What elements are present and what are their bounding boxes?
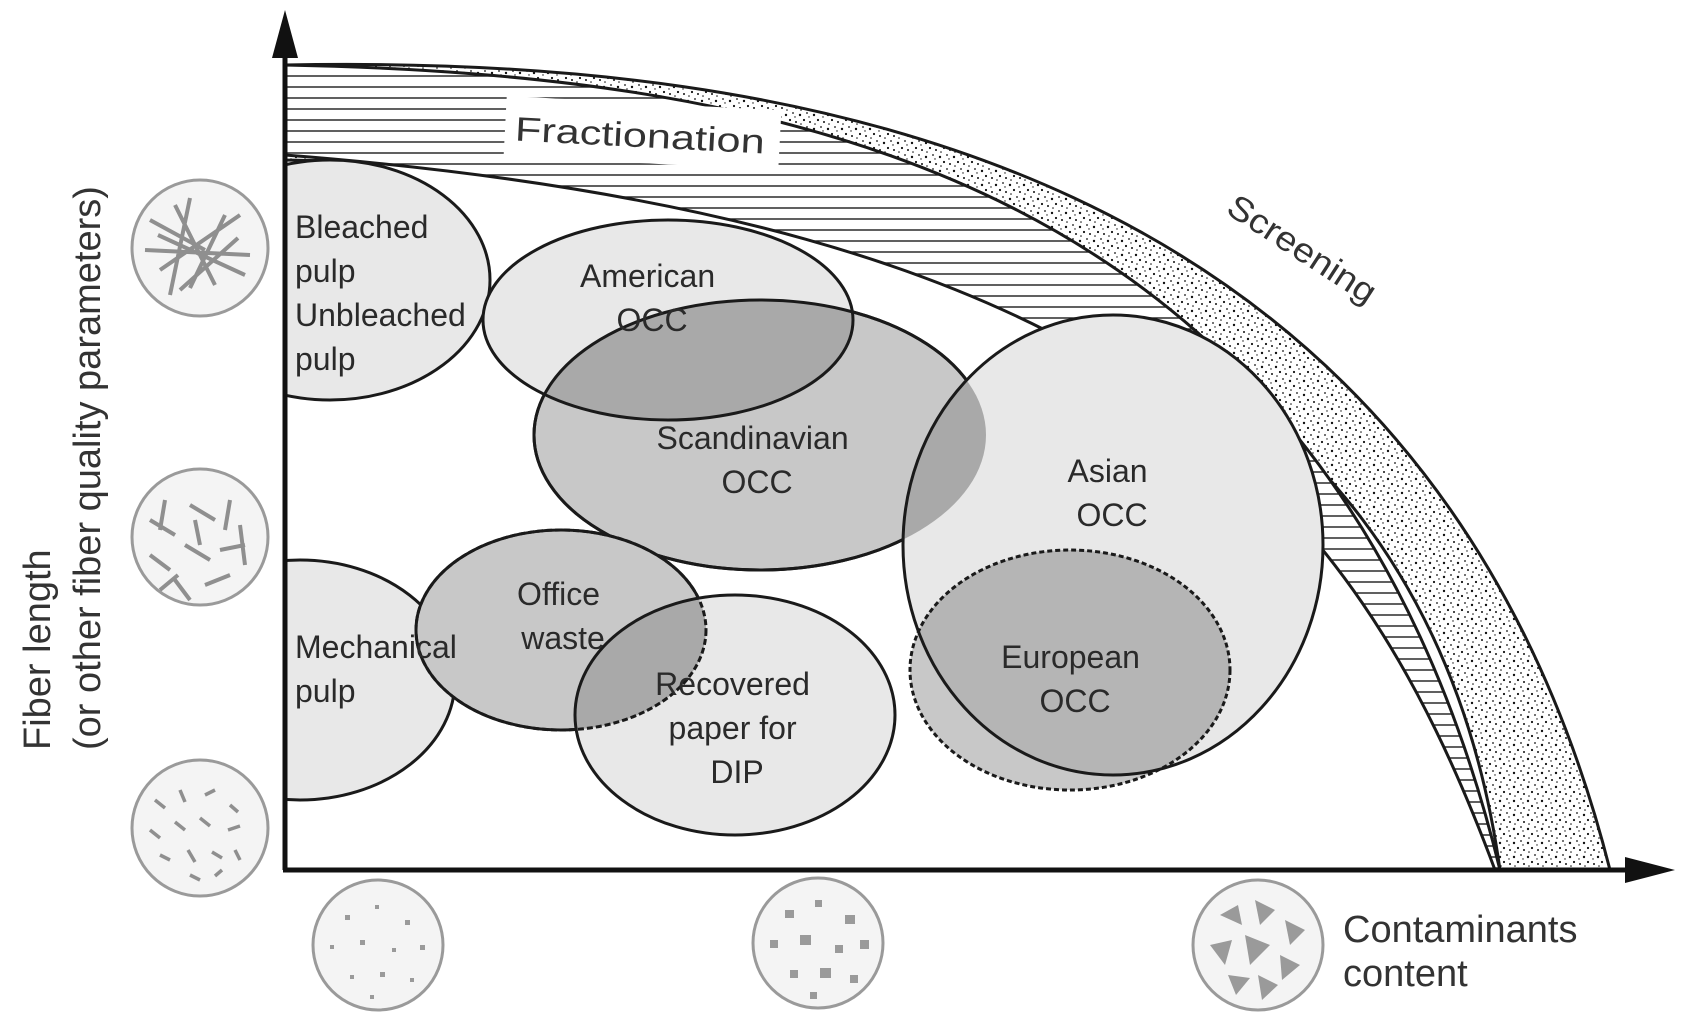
american-occ-outline bbox=[481, 218, 855, 422]
low-contaminant-icon bbox=[311, 878, 445, 1012]
recovered-paper-outline bbox=[573, 593, 897, 837]
y-axis-arrowhead bbox=[272, 10, 298, 58]
mechanical-pulp-label: Mechanical pulp bbox=[295, 629, 466, 709]
x-axis-title: Contaminants content bbox=[1343, 909, 1588, 995]
european-occ-label: European OCC bbox=[1001, 639, 1149, 719]
high-contaminant-icon bbox=[1191, 878, 1325, 1012]
long-fiber-icon bbox=[130, 178, 270, 318]
recovered-paper-label: Recovered paper for DIP bbox=[655, 666, 819, 790]
asian-occ-outline bbox=[901, 313, 1325, 777]
bleached-pulp-label: Bleached pulp Unbleached pulp bbox=[295, 209, 475, 377]
scandinavian-occ-label: Scandinavian OCC bbox=[656, 420, 857, 500]
medium-fiber-icon bbox=[130, 467, 270, 607]
office-recovered-overlap bbox=[575, 595, 706, 730]
american-occ-label: American OCC bbox=[580, 258, 724, 338]
european-occ-outline bbox=[908, 548, 1232, 792]
fractionation-label-bg bbox=[503, 95, 782, 171]
screening-label: Screening bbox=[1220, 187, 1383, 311]
short-fiber-icon bbox=[130, 758, 270, 898]
american-scandinavian-overlap bbox=[534, 300, 853, 420]
x-axis-arrowhead bbox=[1625, 857, 1675, 883]
office-waste-outline bbox=[414, 528, 708, 732]
asian-occ-label: Asian OCC bbox=[1068, 453, 1157, 533]
medium-contaminant-icon bbox=[751, 876, 885, 1010]
y-axis-title: Fiber length (or other fiber quality par… bbox=[17, 186, 109, 750]
office-waste-label: Office waste bbox=[517, 576, 609, 656]
